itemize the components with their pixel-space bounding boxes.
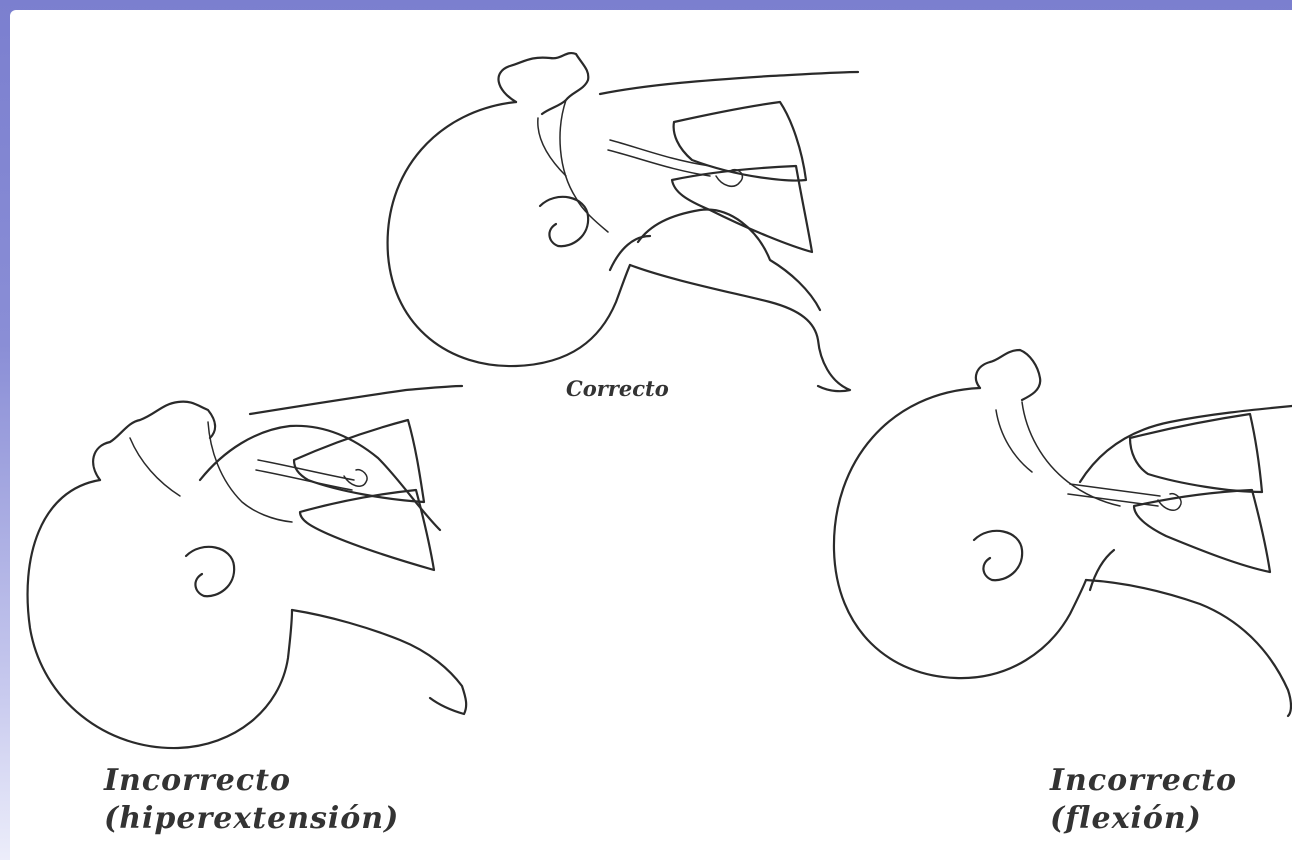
infant-hyperextension: [28, 386, 467, 748]
caption-flexion-line1: Incorrecto: [1050, 762, 1237, 800]
caption-hyperextension-line2: (hiperextensión): [104, 800, 399, 838]
illustration-panel: Correcto Incorrecto (hiperextensión) Inc…: [10, 10, 1292, 860]
caption-flexion-line2: (flexión): [1050, 800, 1237, 838]
infant-airway-diagram: [10, 10, 1292, 860]
caption-correct: Correcto: [566, 376, 669, 402]
infant-correct-position: [388, 53, 858, 391]
caption-hyperextension: Incorrecto (hiperextensión): [104, 762, 399, 837]
infant-flexion: [834, 350, 1292, 716]
caption-flexion: Incorrecto (flexión): [1050, 762, 1237, 837]
caption-hyperextension-line1: Incorrecto: [104, 762, 399, 800]
